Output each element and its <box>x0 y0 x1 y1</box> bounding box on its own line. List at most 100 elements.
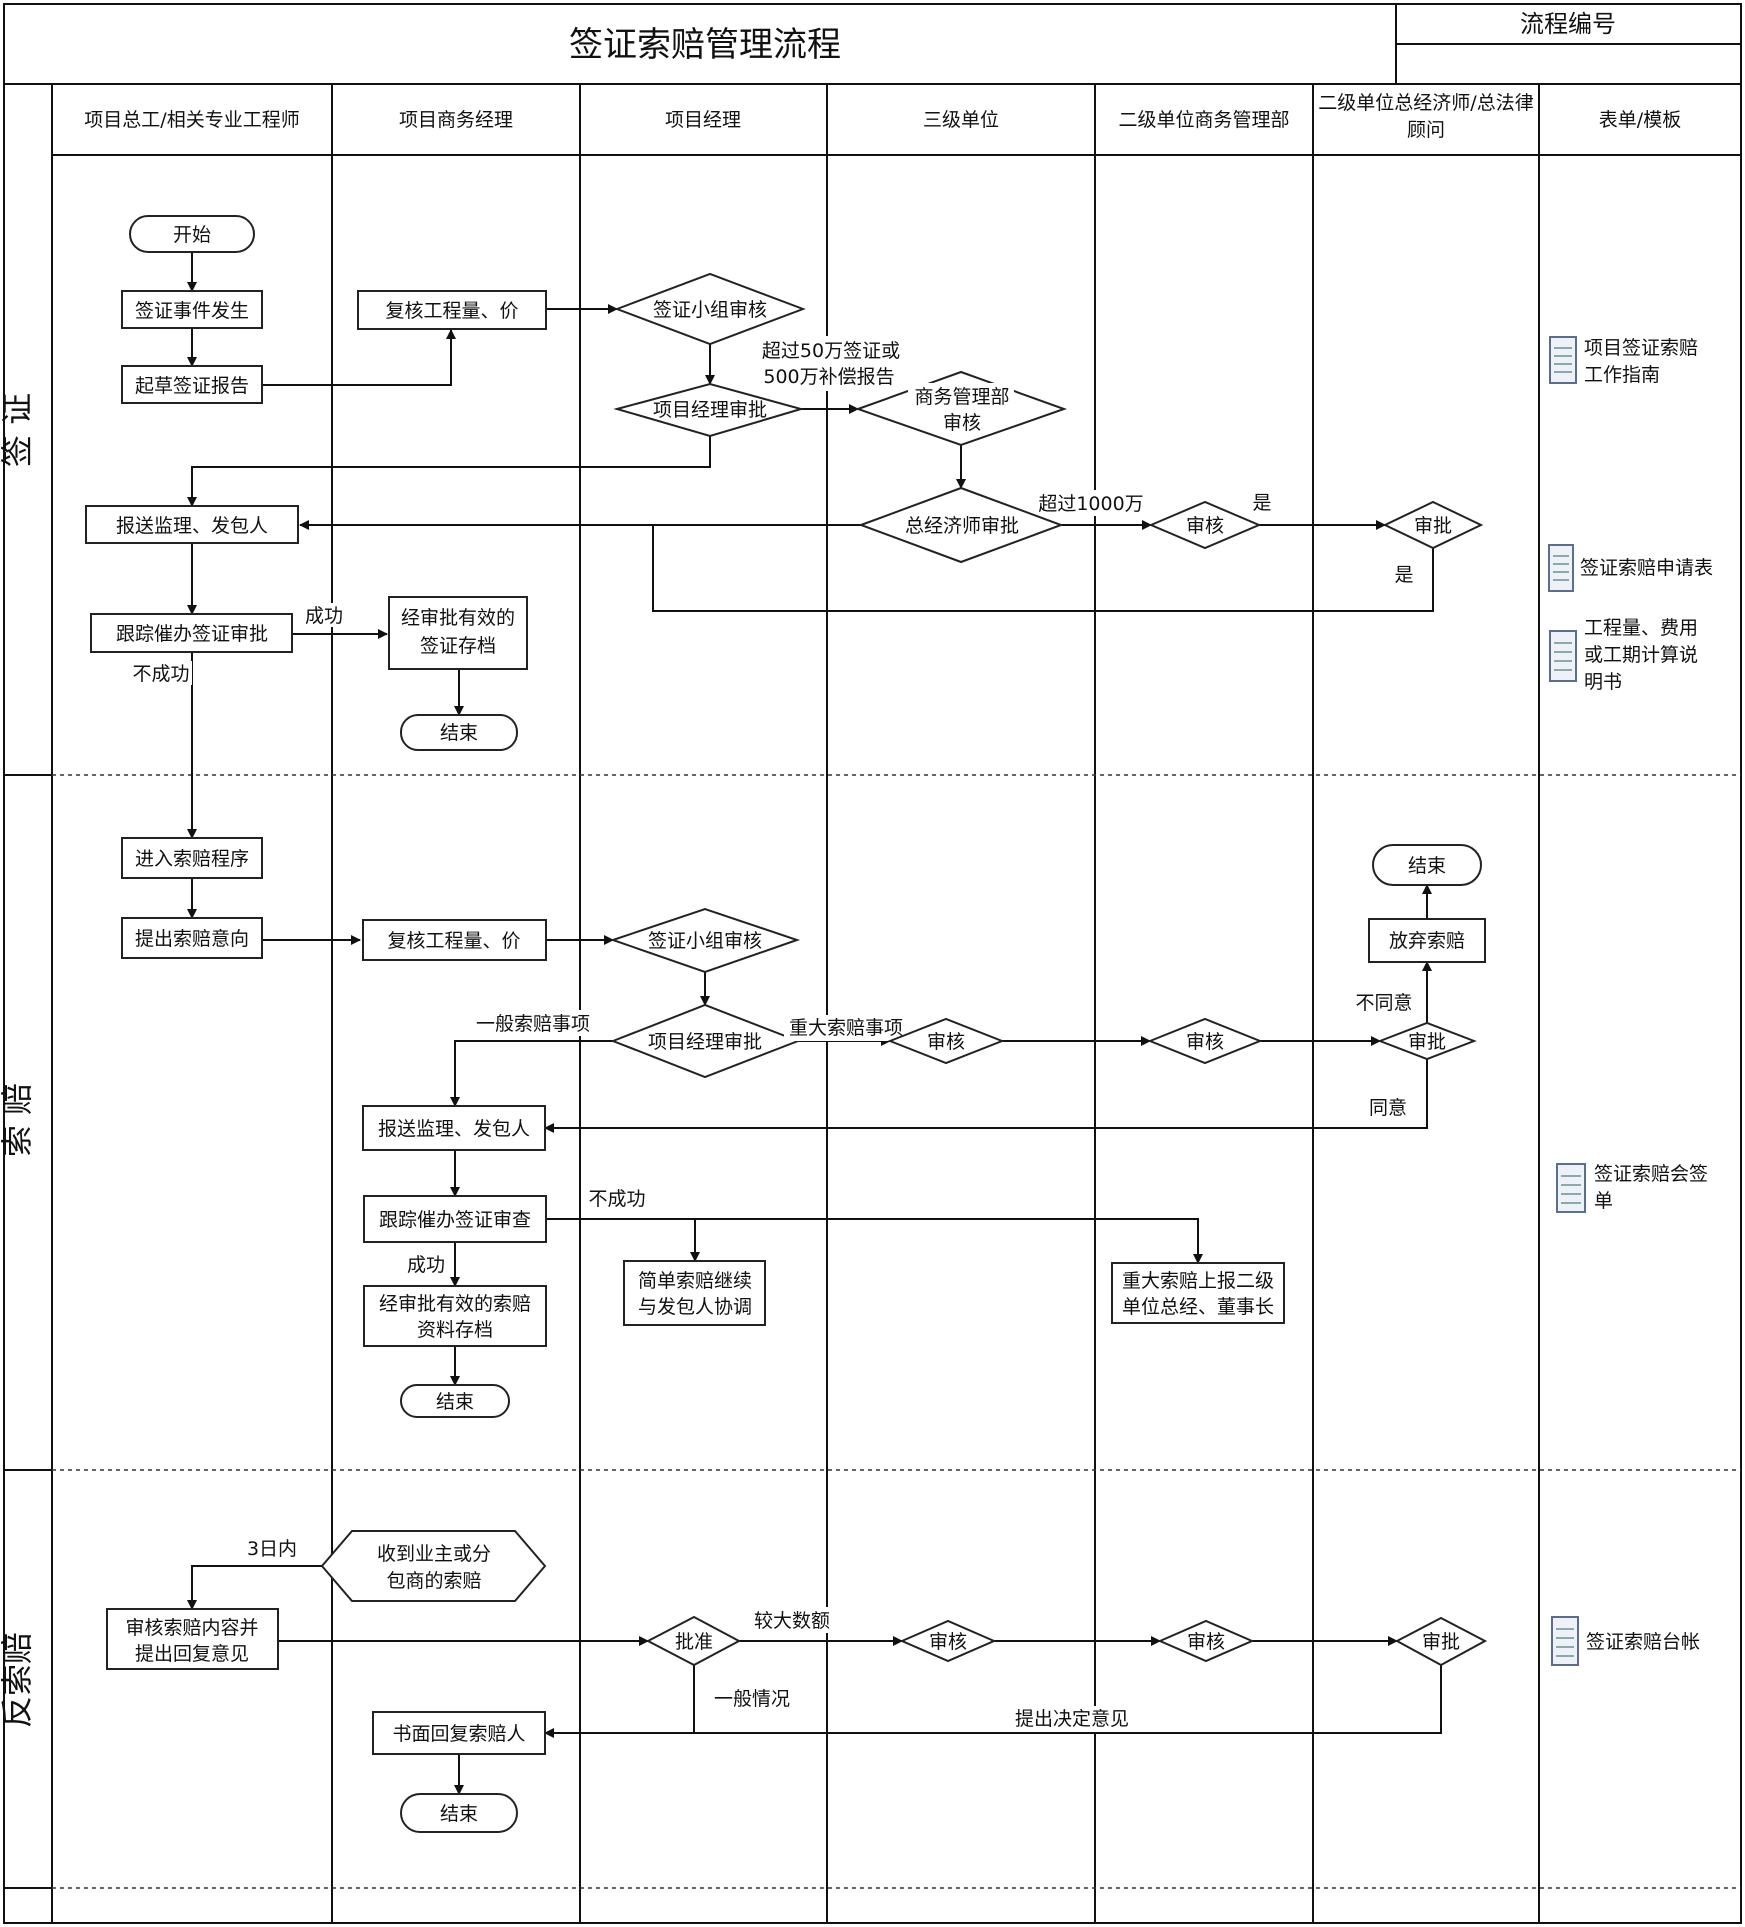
label-fail: 不成功 <box>132 663 189 685</box>
node-claim-archive-line1: 经审批有效的索赔 <box>379 1293 531 1315</box>
node-pm-approve[interactable]: 项目经理审批 <box>613 382 805 438</box>
node-end-claim-top[interactable]: 结束 <box>1372 844 1482 886</box>
node-biz-dept-review-line2: 审核 <box>943 412 981 434</box>
node-end-claim[interactable]: 结束 <box>400 1384 510 1418</box>
node-give-up-claim[interactable]: 放弃索赔 <box>1368 918 1486 963</box>
lane-header-chief-economist: 二级单位总经济师/总法律顾问 <box>1318 92 1534 141</box>
node-biz-dept-review[interactable]: 商务管理部 审核 <box>855 370 1067 447</box>
label-bg-claim-fail <box>584 1186 650 1212</box>
node-claim-tier3-review-label: 审核 <box>927 1031 965 1053</box>
form-guide-line1: 项目签证索赔 <box>1584 337 1698 359</box>
form-countersign[interactable]: 签证索赔会签 单 <box>1556 1163 1708 1213</box>
label-bg-yes2 <box>1392 560 1416 586</box>
node-track-visa-label: 跟踪催办签证审批 <box>116 623 268 645</box>
node-recheck-quantity[interactable]: 复核工程量、价 <box>357 290 547 330</box>
label-bg-over1000 <box>1040 490 1142 516</box>
node-written-reply[interactable]: 书面回复索赔人 <box>372 1711 546 1755</box>
node-counter-final-approve[interactable]: 审批 <box>1394 1616 1488 1667</box>
form-guide-line2: 工作指南 <box>1584 364 1660 386</box>
section-label-visa: 签 证 <box>0 393 36 467</box>
node-archive-visa-line1: 经审批有效的 <box>401 607 515 629</box>
node-counter-tier3-review-label: 审核 <box>929 1631 967 1653</box>
label-claim-success: 成功 <box>407 1254 445 1276</box>
label-bg-within3 <box>244 1535 300 1561</box>
form-calculation[interactable]: 工程量、费用 或工期计算说 明书 <box>1549 617 1698 693</box>
node-claim-archive[interactable]: 经审批有效的索赔 资料存档 <box>363 1285 547 1347</box>
node-tier2-review[interactable]: 审核 <box>1148 500 1262 550</box>
node-group-review[interactable]: 签证小组审核 <box>614 272 806 346</box>
node-final-approve[interactable]: 审批 <box>1382 500 1484 550</box>
arrow-track-fail-major <box>546 1218 1203 1264</box>
node-claim-intent[interactable]: 提出索赔意向 <box>121 917 263 959</box>
node-claim-tier3-review[interactable]: 审核 <box>887 1017 1005 1065</box>
node-major-claim-report-line2: 单位总经、董事长 <box>1122 1296 1274 1318</box>
node-claim-pm-approve-label: 项目经理审批 <box>648 1031 762 1053</box>
node-archive-visa[interactable]: 经审批有效的 签证存档 <box>388 596 528 670</box>
node-end-counter[interactable]: 结束 <box>400 1793 518 1833</box>
node-claim-pm-approve[interactable]: 项目经理审批 <box>610 1003 801 1079</box>
form-calculation-line3: 明书 <box>1584 671 1622 693</box>
node-submit-supervisor[interactable]: 报送监理、发包人 <box>85 505 299 544</box>
label-bg-decision <box>1010 1706 1134 1732</box>
node-end-visa[interactable]: 结束 <box>400 714 518 751</box>
form-ledger-label: 签证索赔台帐 <box>1586 1631 1700 1653</box>
label-larger-amount: 较大数额 <box>754 1610 830 1632</box>
lane-header-forms: 表单/模板 <box>1599 109 1681 131</box>
node-claim-archive-line2: 资料存档 <box>417 1319 493 1341</box>
node-enter-claim[interactable]: 进入索赔程序 <box>121 837 263 879</box>
arrow-pm-to-submit <box>187 436 711 507</box>
node-receive-claim[interactable]: 收到业主或分 包商的索赔 <box>320 1530 547 1602</box>
document-icon <box>1548 544 1574 592</box>
node-simple-claim[interactable]: 简单索赔继续 与发包人协调 <box>623 1260 766 1326</box>
node-counter-approve[interactable]: 批准 <box>645 1615 742 1667</box>
node-start-label: 开始 <box>173 224 211 246</box>
node-claim-submit-label: 报送监理、发包人 <box>378 1118 530 1140</box>
node-check-claim[interactable]: 审核索赔内容并 提出回复意见 <box>106 1608 279 1670</box>
node-track-visa[interactable]: 跟踪催办签证审批 <box>90 613 293 653</box>
label-agree: 同意 <box>1369 1097 1407 1119</box>
node-end-claim-top-label: 结束 <box>1408 855 1446 877</box>
label-general-claim: 一般索赔事项 <box>476 1013 590 1035</box>
node-archive-visa-line2: 签证存档 <box>420 635 496 657</box>
page-title: 签证索赔管理流程 <box>569 25 841 65</box>
form-guide[interactable]: 项目签证索赔 工作指南 <box>1549 336 1698 386</box>
label-disagree: 不同意 <box>1355 992 1412 1014</box>
node-end-counter-label: 结束 <box>440 1803 478 1825</box>
node-claim-tier2-review[interactable]: 审核 <box>1147 1017 1263 1065</box>
node-counter-tier2-review[interactable]: 审核 <box>1157 1619 1255 1663</box>
node-claim-group-review[interactable]: 签证小组审核 <box>609 907 801 974</box>
node-claim-tier2-review-label: 审核 <box>1186 1031 1224 1053</box>
node-final-approve-label: 审批 <box>1414 515 1452 537</box>
node-claim-recheck[interactable]: 复核工程量、价 <box>362 919 547 961</box>
label-general-case: 一般情况 <box>714 1688 790 1710</box>
node-claim-final-approve[interactable]: 审批 <box>1377 1021 1477 1061</box>
arrow-draft-to-recheck <box>262 329 456 386</box>
form-calculation-line2: 或工期计算说 <box>1584 644 1698 666</box>
node-recheck-quantity-label: 复核工程量、价 <box>385 300 518 322</box>
form-ledger[interactable]: 签证索赔台帐 <box>1551 1616 1700 1666</box>
form-countersign-line2: 单 <box>1594 1190 1613 1212</box>
node-counter-tier3-review[interactable]: 审核 <box>899 1619 997 1663</box>
lane-header-chief-economist-wrap: 二级单位总经济师/总法律顾问 <box>1318 92 1534 141</box>
node-draft-report[interactable]: 起草签证报告 <box>121 365 263 404</box>
node-start[interactable]: 开始 <box>129 215 255 253</box>
node-visa-event[interactable]: 签证事件发生 <box>121 290 263 329</box>
node-tier2-review-label: 审核 <box>1186 515 1224 537</box>
form-application[interactable]: 签证索赔申请表 <box>1548 544 1713 592</box>
node-claim-submit[interactable]: 报送监理、发包人 <box>362 1105 546 1151</box>
form-calculation-line1: 工程量、费用 <box>1584 617 1698 639</box>
label-bg-major <box>784 1015 908 1041</box>
arrow-approve-return <box>652 525 1434 612</box>
label-bg-general-case <box>710 1685 794 1711</box>
node-receive-claim-line1: 收到业主或分 <box>377 1543 491 1565</box>
label-claim-fail: 不成功 <box>588 1188 645 1210</box>
node-chief-economist-approve[interactable]: 总经济师审批 <box>858 486 1064 564</box>
arrow-decision-to-reply <box>544 1665 1442 1738</box>
arrow-receive-to-check <box>187 1565 322 1610</box>
node-visa-event-label: 签证事件发生 <box>135 300 249 322</box>
label-bg-disagree <box>1354 990 1414 1014</box>
lane-header-tier2-commerce: 二级单位商务管理部 <box>1118 109 1289 131</box>
node-major-claim-report[interactable]: 重大索赔上报二级 单位总经、董事长 <box>1111 1262 1285 1324</box>
node-claim-track[interactable]: 跟踪催办签证审查 <box>363 1195 547 1243</box>
